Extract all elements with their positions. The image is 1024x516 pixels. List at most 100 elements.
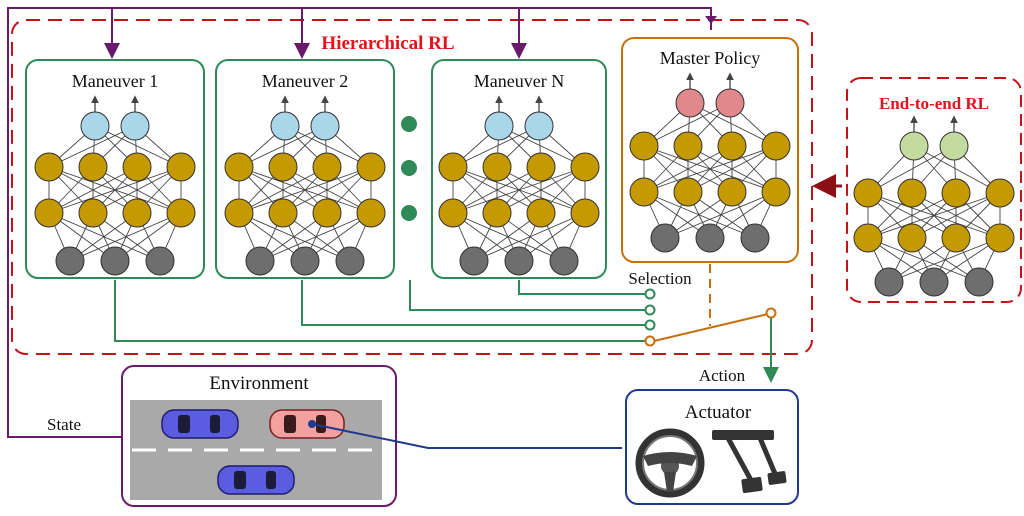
network-edge <box>282 166 372 214</box>
switch-pivot <box>765 307 777 319</box>
network-edge <box>498 125 586 168</box>
output-node <box>675 88 705 118</box>
maneuver-1-panel <box>25 59 205 279</box>
selection-label: Selection <box>628 269 692 288</box>
input-node <box>335 246 365 276</box>
network-edge <box>48 166 138 214</box>
hidden-node <box>224 198 254 228</box>
network-edge <box>452 166 586 214</box>
master-policy-label: Master Policy <box>660 48 761 68</box>
network-edge <box>452 166 542 214</box>
output-node <box>310 111 340 141</box>
network-edge <box>473 212 586 262</box>
hidden-node <box>717 177 747 207</box>
network-edge <box>452 212 565 262</box>
hidden-node <box>166 152 196 182</box>
neural-networks <box>34 72 1015 297</box>
input-node <box>740 223 770 253</box>
maneuver-n-network <box>438 95 600 276</box>
network-edge <box>238 166 328 214</box>
output-node <box>80 111 110 141</box>
ellipsis-dot <box>401 116 417 132</box>
hidden-node <box>224 152 254 182</box>
network-edge <box>643 145 777 193</box>
input-node <box>145 246 175 276</box>
master-policy-panel <box>621 37 799 263</box>
input-node <box>919 267 949 297</box>
maneuver-1-network <box>34 95 196 276</box>
input-node <box>55 246 85 276</box>
maneuver-n-label: Maneuver N <box>474 71 564 91</box>
network-edge <box>867 192 1001 239</box>
network-edge <box>867 192 957 239</box>
network-edge <box>452 125 540 168</box>
network-edge <box>259 212 372 262</box>
hierarchical-rl-title: Hierarchical RL <box>321 33 454 54</box>
input-node <box>504 246 534 276</box>
selection-contacts <box>644 288 656 331</box>
hidden-node <box>717 131 747 161</box>
maneuver-1-label: Maneuver 1 <box>72 71 158 91</box>
hidden-node <box>853 223 883 253</box>
output-node <box>270 111 300 141</box>
environment-label: Environment <box>209 373 309 394</box>
hidden-node <box>853 178 883 208</box>
input-node <box>549 246 579 276</box>
input-node <box>100 246 130 276</box>
network-edge <box>69 212 182 262</box>
hidden-node <box>570 198 600 228</box>
state-label: State <box>47 415 81 434</box>
hidden-node <box>526 198 556 228</box>
maneuver-2-label: Maneuver 2 <box>262 71 348 91</box>
input-node <box>964 267 994 297</box>
network-edge <box>48 166 182 214</box>
maneuver-2-panel <box>215 59 395 279</box>
hidden-node <box>897 178 927 208</box>
network-edge <box>689 102 777 147</box>
hidden-node <box>761 131 791 161</box>
red-ego-car <box>269 409 345 439</box>
network-edge <box>238 212 351 262</box>
hidden-node <box>122 152 152 182</box>
hidden-node <box>78 152 108 182</box>
maneuver-n-panel <box>431 59 607 279</box>
end-to-end-rl-region <box>846 77 1022 303</box>
output-node <box>715 88 745 118</box>
input-node <box>650 223 680 253</box>
network-edge <box>94 125 182 168</box>
hidden-node <box>482 152 512 182</box>
hidden-node <box>941 178 971 208</box>
hidden-node <box>629 177 659 207</box>
ellipsis-dot <box>401 160 417 176</box>
network-edge <box>92 166 182 214</box>
network-edge <box>888 237 1001 283</box>
pedals-icon <box>712 430 787 494</box>
end-to-end-network <box>853 115 1015 297</box>
hidden-node <box>673 131 703 161</box>
network-edge <box>643 145 733 193</box>
hidden-node <box>122 198 152 228</box>
network-edge <box>48 125 136 168</box>
hidden-node <box>34 198 64 228</box>
state-feedback-lines <box>7 7 712 438</box>
output-node <box>899 131 929 161</box>
network-edge <box>238 125 326 168</box>
network-edge <box>238 166 372 214</box>
actuator-label: Actuator <box>685 402 752 423</box>
steering-wheel-icon <box>635 428 705 498</box>
network-edge <box>913 145 1001 194</box>
hidden-node <box>438 152 468 182</box>
input-node <box>290 246 320 276</box>
output-node <box>120 111 150 141</box>
end-to-end-rl-title: End-to-end RL <box>879 94 989 113</box>
blue-car-top-left <box>161 409 239 439</box>
blue-car-bottom <box>217 465 295 495</box>
hidden-node <box>897 223 927 253</box>
hidden-node <box>570 152 600 182</box>
network-edge <box>643 102 731 147</box>
hidden-node <box>356 198 386 228</box>
network-edge <box>643 191 756 239</box>
selection-contact-active <box>644 335 656 347</box>
